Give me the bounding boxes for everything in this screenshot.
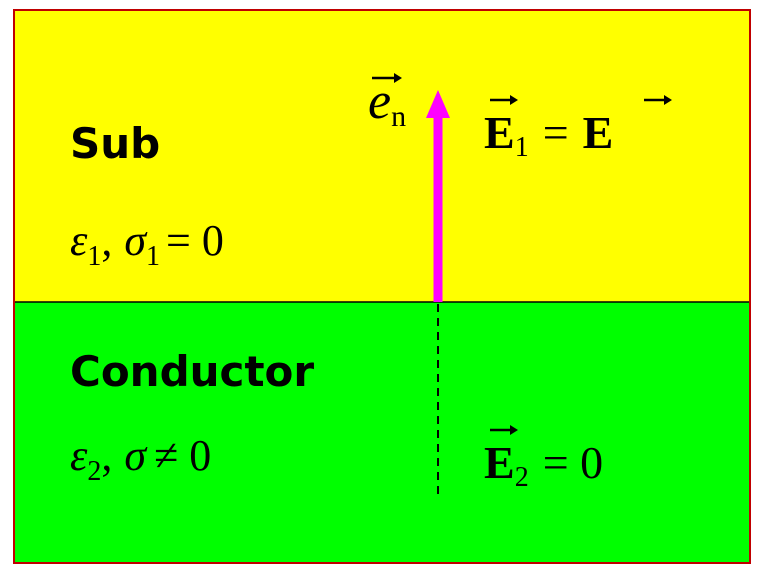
sigma-symbol: σ — [124, 431, 148, 480]
substance-field-equation: E1=E — [484, 95, 672, 163]
conductor-field-equation: E2 = 0 — [484, 425, 603, 493]
diagram-border — [13, 9, 751, 564]
sep: , — [101, 431, 112, 480]
substance-region — [14, 10, 750, 302]
sigma-sub: 1 — [146, 241, 160, 272]
svg-text:E2= 0: E2 = 0 — [484, 437, 603, 493]
arrow-up-icon — [426, 90, 450, 302]
field-sub: 2 — [515, 462, 529, 493]
normal-symbol: e — [368, 73, 391, 130]
substance-params: ε1,σ1= 0 — [70, 216, 224, 272]
field-symbol: E — [484, 437, 515, 488]
sigma-symbol: σ — [124, 216, 148, 265]
sep: , — [101, 216, 112, 265]
field-eq: = — [543, 107, 569, 158]
normal-sub: n — [391, 100, 406, 133]
sigma-relation: = 0 — [166, 216, 224, 265]
field-rhs: = 0 — [543, 437, 603, 488]
field-rhs: E — [583, 107, 614, 158]
sigma-relation: ≠ 0 — [154, 431, 211, 480]
field-sub: 1 — [515, 132, 529, 163]
conductor-region — [14, 302, 750, 563]
epsilon-sub: 2 — [87, 456, 101, 487]
epsilon-sub: 1 — [87, 241, 101, 272]
normal-vector-label: en — [368, 73, 406, 133]
svg-text:en: en — [368, 73, 406, 133]
conductor-params: ε2,σ≠ 0 — [70, 431, 211, 487]
svg-text:E1=E: E1=E — [484, 107, 613, 163]
epsilon-symbol: ε — [70, 216, 88, 265]
conductor-label: Conductor — [70, 347, 314, 396]
substance-label: Sub — [70, 119, 160, 168]
field-symbol: E — [484, 107, 515, 158]
epsilon-symbol: ε — [70, 431, 88, 480]
